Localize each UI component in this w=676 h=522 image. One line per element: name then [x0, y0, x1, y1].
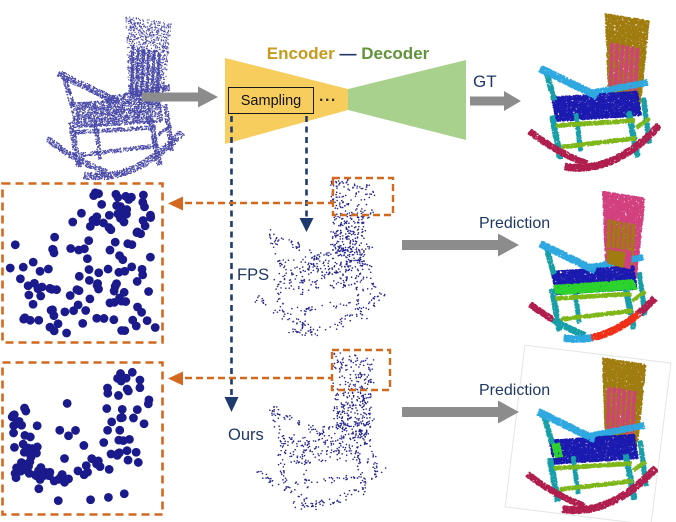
fps-zoom-patch-dots — [4, 185, 161, 341]
gt-segmented-chair — [515, 2, 675, 178]
decoder-title: Decoder — [361, 44, 430, 63]
ours-sampled-pointcloud — [246, 346, 422, 522]
prediction-fps-arrow — [402, 233, 519, 257]
ours-zoom-arrowhead — [168, 371, 183, 386]
fps-sampled-pointcloud — [236, 174, 408, 352]
encoder-decoder-title: Encoder — Decoder — [248, 44, 448, 64]
prediction-fps-chair — [516, 182, 676, 348]
title-dash: — — [339, 44, 357, 63]
gt-label: GT — [473, 72, 497, 91]
fps-zoom-arrowhead — [168, 196, 183, 211]
sampling-block: Sampling — [228, 87, 314, 114]
prediction-ours-label: Prediction — [479, 382, 551, 399]
input-pointcloud-chair — [8, 4, 220, 184]
prediction-fps-label: Prediction — [479, 215, 551, 232]
ours-label: Ours — [228, 426, 264, 444]
fps-label: FPS — [237, 266, 270, 284]
decoder-trapezoid — [348, 60, 466, 140]
ours-dashed-arrowhead — [224, 397, 239, 412]
ours-zoom-patch-dots — [4, 364, 161, 513]
encoder-ellipsis: ... — [319, 88, 337, 105]
gt-arrow — [470, 91, 521, 111]
prediction-ours-chair — [514, 348, 676, 520]
encoder-title: Encoder — [266, 44, 335, 63]
sampling-label: Sampling — [240, 92, 302, 109]
